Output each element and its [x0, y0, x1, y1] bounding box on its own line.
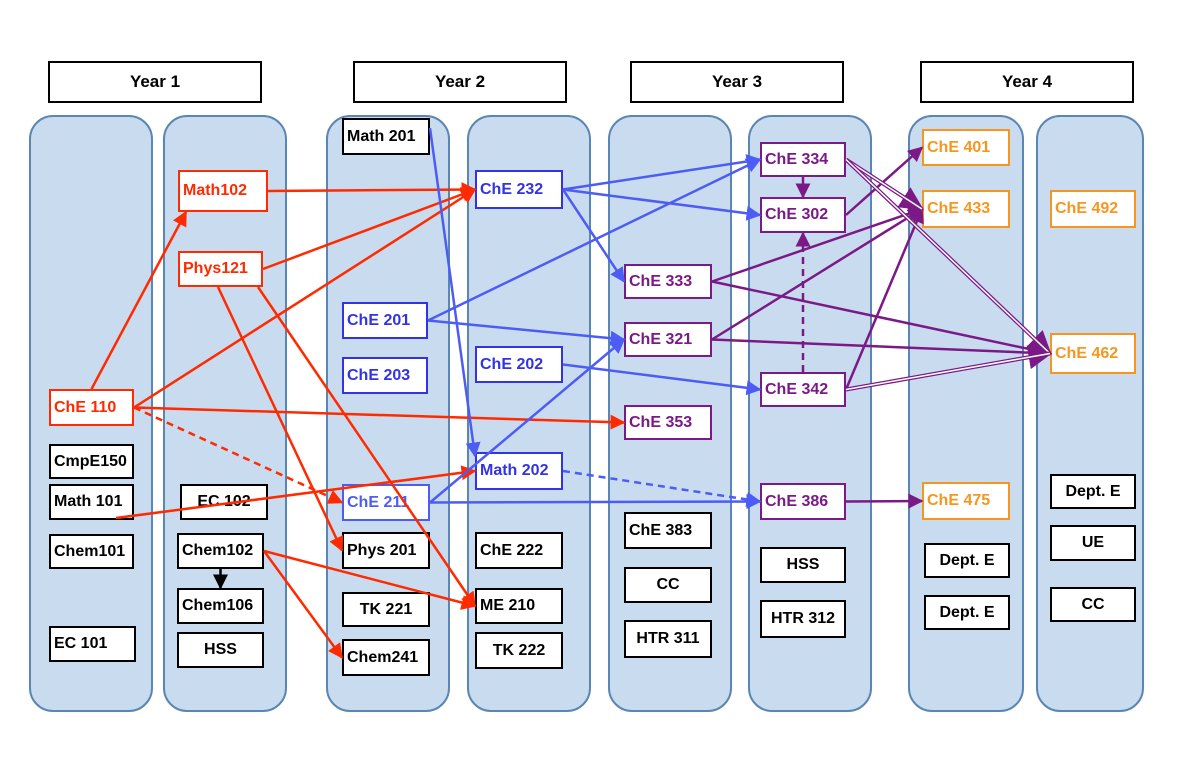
course-che433: ChE 433 — [922, 190, 1010, 228]
course-che475: ChE 475 — [922, 482, 1010, 520]
course-che321: ChE 321 — [624, 322, 712, 357]
course-ec101: EC 101 — [49, 626, 136, 662]
course-htr311: HTR 311 — [624, 620, 712, 658]
course-ec102: EC 102 — [180, 484, 268, 520]
course-dept-elective-3: Dept. E — [1050, 474, 1136, 509]
course-che232: ChE 232 — [475, 170, 563, 209]
course-phys201: Phys 201 — [342, 532, 430, 569]
year-header-1: Year 1 — [48, 61, 262, 103]
course-che386: ChE 386 — [760, 483, 846, 520]
course-math202: Math 202 — [475, 452, 563, 490]
course-chem101: Chem101 — [49, 534, 134, 569]
course-che222: ChE 222 — [475, 532, 563, 569]
year-header-2: Year 2 — [353, 61, 567, 103]
course-math102: Math102 — [178, 170, 268, 212]
course-cmpe150: CmpE150 — [49, 444, 134, 479]
course-che201: ChE 201 — [342, 302, 428, 339]
course-math201: Math 201 — [342, 118, 430, 155]
course-dept-elective-1: Dept. E — [924, 543, 1010, 578]
course-tk222: TK 222 — [475, 632, 563, 669]
course-phys121: Phys121 — [178, 251, 263, 287]
course-che342: ChE 342 — [760, 372, 846, 407]
course-che110: ChE 110 — [49, 389, 134, 426]
course-che353: ChE 353 — [624, 405, 712, 440]
course-che383: ChE 383 — [624, 512, 712, 549]
course-chem241: Chem241 — [342, 639, 430, 676]
course-chem106: Chem106 — [177, 588, 264, 624]
course-che333: ChE 333 — [624, 264, 712, 299]
course-che302: ChE 302 — [760, 197, 846, 233]
course-hss-year1: HSS — [177, 632, 264, 668]
course-che462: ChE 462 — [1050, 333, 1136, 374]
year-header-4: Year 4 — [920, 61, 1134, 103]
course-tk221: TK 221 — [342, 592, 430, 627]
course-dept-elective-2: Dept. E — [924, 595, 1010, 630]
course-cc-year4: CC — [1050, 587, 1136, 622]
course-math101: Math 101 — [49, 484, 134, 520]
course-me210: ME 210 — [475, 588, 563, 624]
year-header-3: Year 3 — [630, 61, 844, 103]
course-hss-year3: HSS — [760, 547, 846, 583]
course-che211: ChE 211 — [342, 484, 430, 521]
course-chem102: Chem102 — [177, 533, 264, 569]
course-che203: ChE 203 — [342, 357, 428, 394]
course-che492: ChE 492 — [1050, 190, 1136, 228]
course-che401: ChE 401 — [922, 129, 1010, 166]
course-che334: ChE 334 — [760, 142, 846, 177]
course-htr312: HTR 312 — [760, 600, 846, 638]
course-che202: ChE 202 — [475, 346, 563, 383]
course-cc-year3: CC — [624, 567, 712, 603]
course-ue: UE — [1050, 525, 1136, 561]
